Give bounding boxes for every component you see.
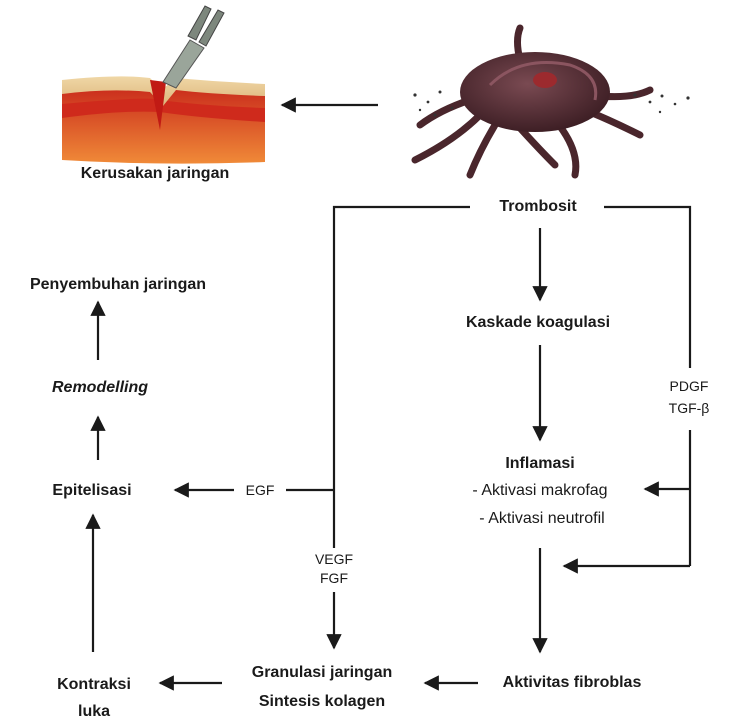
node-epithelialization: Epitelisasi: [52, 481, 131, 500]
scalpel-icon: [163, 6, 224, 88]
label-tgf: TGF-β: [669, 399, 710, 417]
connector-platelet-right: [604, 207, 690, 368]
node-contraction: Kontraksi: [57, 675, 131, 694]
node-healing: Penyembuhan jaringan: [30, 275, 206, 294]
node-collagen-synthesis: Sintesis kolagen: [259, 692, 385, 711]
node-inflammation: Inflamasi: [505, 454, 574, 473]
node-platelet: Trombosit: [499, 197, 576, 216]
node-granulation: Granulasi jaringan: [252, 663, 392, 682]
platelet-illustration: [413, 28, 689, 175]
label-egf: EGF: [246, 481, 275, 499]
node-coagulation: Kaskade koagulasi: [466, 313, 610, 332]
node-tissue-damage: Kerusakan jaringan: [81, 164, 230, 183]
node-fibroblast: Aktivitas fibroblas: [503, 673, 642, 692]
tissue-damage-illustration: [62, 6, 265, 164]
connector-platelet-left: [334, 207, 470, 548]
node-contraction-luka: luka: [78, 702, 110, 721]
label-vegf: VEGF: [315, 550, 353, 568]
node-neutrophil: - Aktivasi neutrofil: [479, 509, 604, 528]
node-remodelling: Remodelling: [52, 378, 148, 397]
label-pdgf: PDGF: [670, 377, 709, 395]
node-macrophage: - Aktivasi makrofag: [472, 481, 607, 500]
label-fgf: FGF: [320, 569, 348, 587]
